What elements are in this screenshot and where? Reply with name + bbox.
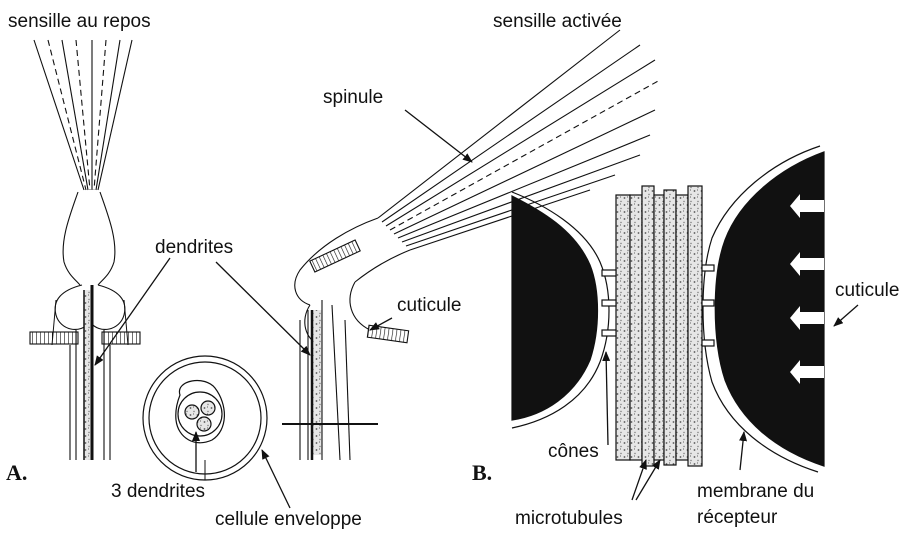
- resting-sensillum: [30, 40, 140, 460]
- panel-b-drawing: [512, 146, 824, 472]
- label-sensille-au-repos: sensille au repos: [8, 12, 151, 31]
- label-membrane-line2: récepteur: [697, 508, 777, 527]
- label-membrane-line1: membrane du: [697, 482, 814, 501]
- cross-section: [143, 356, 267, 480]
- label-cuticule-b: cuticule: [835, 281, 899, 300]
- panel-label-a: A.: [6, 462, 27, 484]
- label-sensille-activee: sensille activée: [493, 12, 622, 31]
- label-cellule-enveloppe: cellule enveloppe: [215, 510, 362, 529]
- label-cones: cônes: [548, 442, 599, 461]
- label-3-dendrites: 3 dendrites: [111, 482, 205, 501]
- label-microtubules: microtubules: [515, 509, 623, 528]
- label-dendrites: dendrites: [155, 238, 233, 257]
- label-spinule: spinule: [323, 88, 383, 107]
- panel-label-b: B.: [472, 462, 492, 484]
- label-cuticule-a: cuticule: [397, 296, 461, 315]
